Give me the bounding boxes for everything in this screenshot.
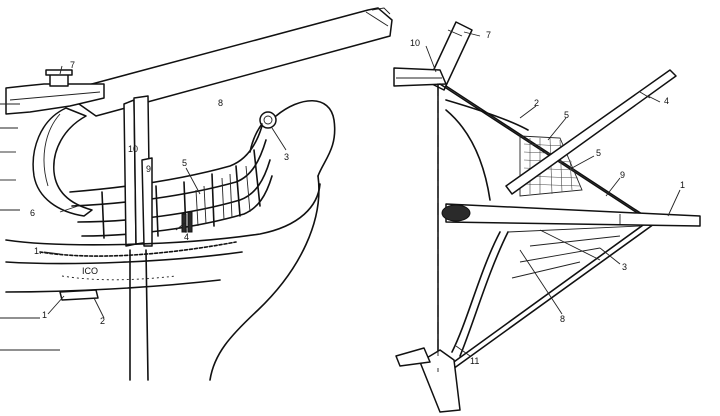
callout-5-right-upper: 5 (564, 110, 569, 120)
callout-3-right: 3 (622, 262, 627, 272)
callout-7: 7 (70, 60, 75, 70)
callout-4: 4 (184, 232, 189, 242)
right-plan-view: 10 7 2 5 5 4 9 1 3 8 11 (393, 21, 701, 413)
stem-foot (395, 347, 461, 413)
bow-rail-frame (69, 125, 273, 239)
left-leader-lines (43, 65, 287, 319)
blocks (181, 211, 193, 233)
callout-2: 2 (100, 316, 105, 326)
beak-framework (437, 83, 655, 381)
callout-1: 1 (42, 310, 47, 320)
callout-1-right: 1 (680, 180, 685, 190)
callout-2-right: 2 (534, 98, 539, 108)
diagonal-spar (505, 69, 677, 195)
deck-edge (393, 67, 447, 87)
callout-9-right: 9 (620, 170, 625, 180)
callout-4-right: 4 (664, 96, 669, 106)
left-frame-edges (0, 103, 60, 351)
callout-5: 5 (182, 158, 187, 168)
callout-5-right-lower: 5 (596, 148, 601, 158)
callout-11-right: 11 (470, 356, 479, 366)
callout-10: 10 (128, 144, 138, 154)
callout-10-right: 10 (410, 38, 420, 48)
callout-9: 9 (146, 164, 151, 174)
scroll-head (249, 99, 336, 177)
long-spar (61, 7, 393, 117)
left-side-view: ICO 7 8 10 9 5 3 6 4 (0, 7, 393, 381)
callout-8-right: 8 (560, 314, 565, 324)
beakhead-rail (32, 107, 93, 217)
callout-1-dot: 1. (34, 246, 42, 256)
lower-framework (507, 225, 641, 279)
callout-7-right: 7 (486, 30, 491, 40)
right-leader-lines (425, 31, 681, 357)
callout-3: 3 (284, 152, 289, 162)
callout-8: 8 (218, 98, 223, 108)
deck-with-post (5, 69, 105, 115)
vertical-timbers (123, 95, 153, 247)
bowsprit (441, 203, 701, 227)
hull-marking: ICO (82, 266, 98, 276)
hull-side (5, 175, 321, 381)
callout-6: 6 (30, 208, 35, 218)
